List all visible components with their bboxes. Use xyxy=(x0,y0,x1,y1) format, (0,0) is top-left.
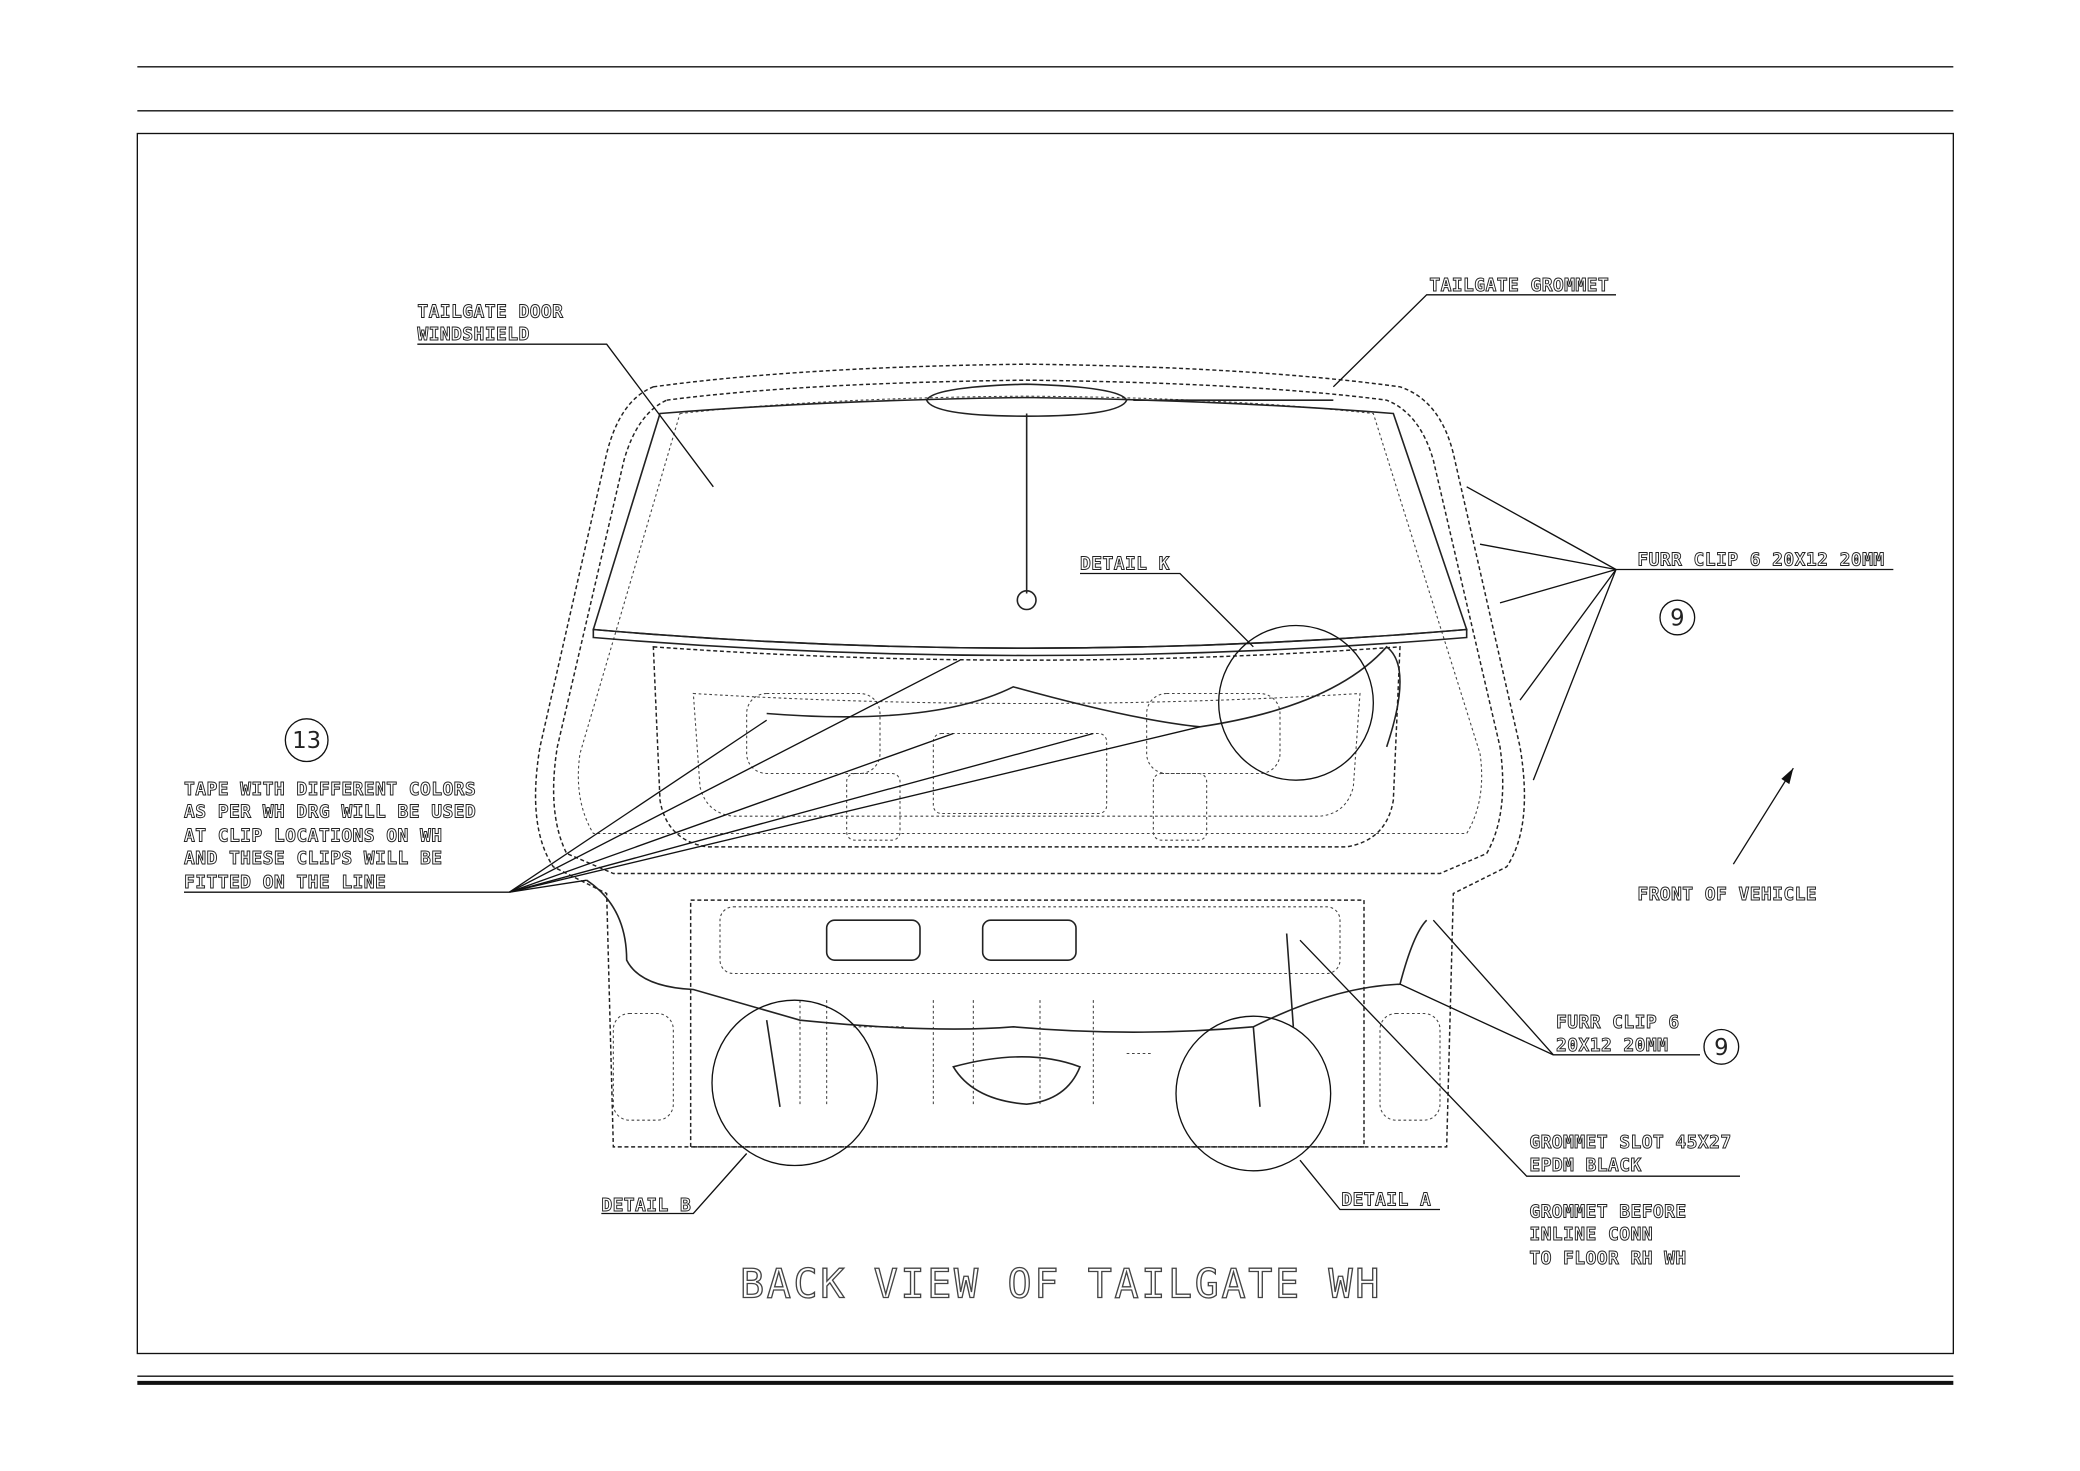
tape-note-line: FITTED ON THE LINE xyxy=(184,872,386,893)
tailgate-drawing xyxy=(534,363,1526,1172)
balloon-13-text: 13 xyxy=(292,728,321,754)
label-windshield-1: TAILGATE DOOR xyxy=(417,302,563,323)
label-detail-a: DETAIL A xyxy=(1341,1190,1431,1211)
sheet-border xyxy=(136,66,1954,1385)
label-furr-clip-bottom-1: FURR CLIP 6 xyxy=(1556,1012,1680,1033)
label-grommet-slot-1: GROMMET SLOT 45X27 xyxy=(1529,1132,1731,1153)
label-grommet-before: TO FLOOR RH WH xyxy=(1529,1248,1686,1269)
label-grommet-before: GROMMET BEFORE xyxy=(1529,1202,1686,1223)
balloon-9-bottom-text: 9 xyxy=(1714,1035,1728,1061)
drawing-title: BACK VIEW OF TAILGATE WH xyxy=(740,1262,1382,1308)
label-tailgate-grommet: TAILGATE GROMMET xyxy=(1429,275,1609,296)
label-furr-clip-bottom-2: 20X12 20MM xyxy=(1556,1035,1668,1056)
tape-note: TAPE WITH DIFFERENT COLORS AS PER WH DRG… xyxy=(184,778,477,893)
tape-note-line: TAPE WITH DIFFERENT COLORS xyxy=(184,779,476,800)
leader-lines xyxy=(184,294,1894,1215)
tape-note-line: AT CLIP LOCATIONS ON WH xyxy=(184,826,442,847)
label-detail-b: DETAIL B xyxy=(601,1195,691,1216)
balloon-13: 13 xyxy=(284,718,329,763)
label-grommet-slot-2: EPDM BLACK xyxy=(1529,1155,1641,1176)
balloon-9-top-text: 9 xyxy=(1670,606,1684,632)
tape-note-line: AS PER WH DRG WILL BE USED xyxy=(184,802,476,823)
balloon-9-bottom: 9 xyxy=(1703,1028,1740,1065)
balloon-9-top: 9 xyxy=(1659,599,1696,636)
label-front-of-vehicle: FRONT OF VEHICLE xyxy=(1637,884,1817,905)
tape-note-line: AND THESE CLIPS WILL BE xyxy=(184,848,442,869)
label-detail-k: DETAIL K xyxy=(1080,554,1170,575)
label-furr-clip-top: FURR CLIP 6 20X12 20MM xyxy=(1637,550,1884,571)
label-windshield-2: WINDSHIELD xyxy=(417,324,529,345)
label-grommet-before: INLINE CONN xyxy=(1529,1224,1653,1245)
